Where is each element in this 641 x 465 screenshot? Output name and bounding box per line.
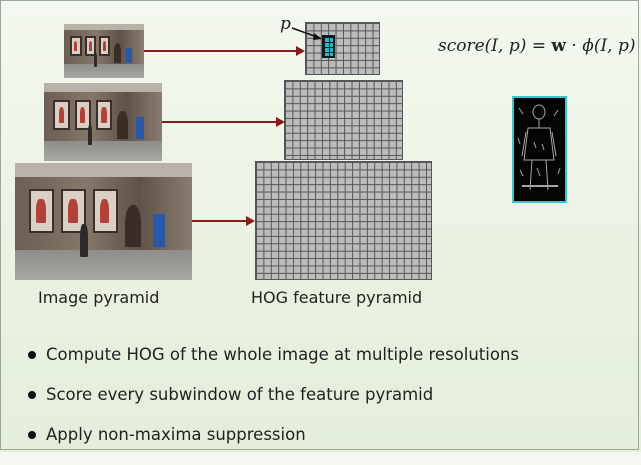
window-label: p xyxy=(280,14,291,34)
image-pyramid-level-small xyxy=(64,24,144,78)
image-pyramid-level-medium xyxy=(44,83,162,161)
bullet-text: Score every subwindow of the feature pyr… xyxy=(46,385,434,404)
bullet-dot-icon xyxy=(28,391,36,399)
detection-window xyxy=(322,35,335,58)
hog-template-image xyxy=(512,96,567,203)
bullet-text: Apply non-maxima suppression xyxy=(46,425,306,444)
bullet-item: Apply non-maxima suppression xyxy=(26,425,519,465)
hog-pyramid-caption: HOG feature pyramid xyxy=(251,288,423,307)
bullet-item: Score every subwindow of the feature pyr… xyxy=(26,385,519,425)
bullet-dot-icon xyxy=(28,431,36,439)
slide-frame xyxy=(0,0,639,450)
hog-grid-large xyxy=(255,161,432,280)
score-formula: score(I, p) = w · ϕ(I, p) xyxy=(438,36,636,56)
bullet-list: Compute HOG of the whole image at multip… xyxy=(26,345,519,465)
image-pyramid-level-large xyxy=(15,163,192,280)
image-pyramid-caption: Image pyramid xyxy=(38,288,160,307)
hog-template-strokes xyxy=(517,104,561,191)
window-pointer-arrow xyxy=(291,27,322,40)
formula-lhs: score(I, p) = xyxy=(438,36,552,56)
hog-grid-small xyxy=(305,22,380,75)
hog-grid-medium xyxy=(284,80,403,160)
bullet-item: Compute HOG of the whole image at multip… xyxy=(26,345,519,385)
formula-rhs: · ϕ(I, p) xyxy=(566,36,636,56)
formula-weight: w xyxy=(551,36,567,56)
bullet-text: Compute HOG of the whole image at multip… xyxy=(46,345,520,364)
bullet-dot-icon xyxy=(28,351,36,359)
